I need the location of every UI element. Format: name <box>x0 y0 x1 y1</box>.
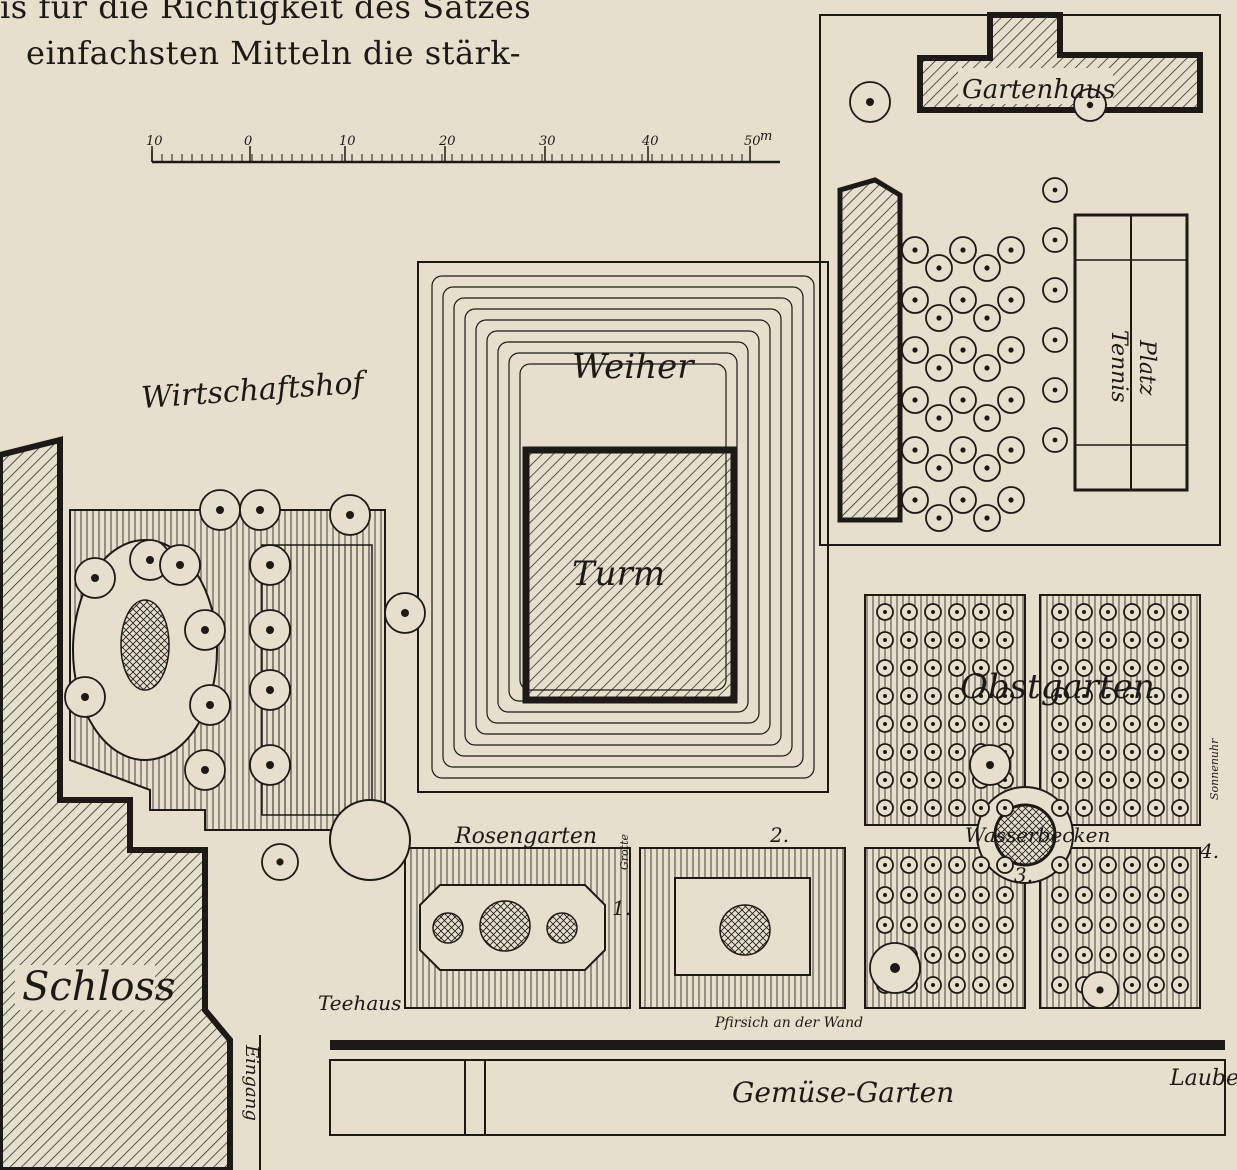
label-gemuese-garten: Gemüse-Garten <box>732 1076 954 1109</box>
scale-tick-label: 40 <box>641 134 659 149</box>
label-laube: Laube <box>1169 1066 1237 1091</box>
viewpoint-3: 3. <box>1014 863 1033 887</box>
weiher-pond <box>417 261 829 793</box>
label-weiher: Weiher <box>572 347 695 387</box>
label-wasserbecken: Wasserbecken <box>965 823 1110 847</box>
label-grotte: Grotte <box>618 833 631 870</box>
label-wirtschaftshof: Wirtschaftshof <box>140 365 370 416</box>
trees <box>64 81 1189 1009</box>
label-turm: Turm <box>572 554 665 594</box>
scale-unit: m <box>760 129 772 144</box>
scale-tick-label: 10 <box>339 134 356 149</box>
scale-tick-label: 0 <box>244 134 252 149</box>
obstgarten-plot-2 <box>1039 594 1201 826</box>
turm-tower <box>522 446 738 704</box>
header-line-2: einfachsten Mitteln die stärk- <box>26 34 522 72</box>
label-gartenhaus: Gartenhaus <box>962 75 1116 105</box>
viewpoint-2: 2. <box>769 823 789 847</box>
teehaus-rotunda <box>329 799 411 881</box>
label-platz: Platz <box>1134 339 1159 396</box>
label-obstgarten: Obstgarten <box>960 667 1155 707</box>
label-eingang: Eingang <box>241 1044 262 1121</box>
scale-tick-label: 20 <box>438 134 456 149</box>
canal-path <box>837 177 903 523</box>
label-tennis: Tennis <box>1106 330 1131 403</box>
header-line-1: ıs für die Richtigkeit des Satzes <box>0 0 532 26</box>
obstgarten-plot-1 <box>864 594 1026 826</box>
label-pfirsich: Pfirsich an der Wand <box>714 1015 863 1031</box>
label-schloss: Schloss <box>22 964 176 1010</box>
south-wall <box>330 1040 1225 1050</box>
scale-tick-label: 50 <box>744 134 761 149</box>
label-sonnenuhr: Sonnenuhr <box>1208 738 1221 800</box>
scale-tick-label: 10 <box>146 134 163 149</box>
gemuese-garten <box>329 1059 1226 1136</box>
label-rosengarten: Rosengarten <box>454 824 597 849</box>
label-teehaus: Teehaus <box>318 991 401 1015</box>
scale-tick-label: 30 <box>539 134 556 149</box>
viewpoint-4: 4. <box>1199 839 1219 863</box>
shrub-clump <box>120 599 170 691</box>
viewpoint-1: 1. <box>612 896 631 920</box>
